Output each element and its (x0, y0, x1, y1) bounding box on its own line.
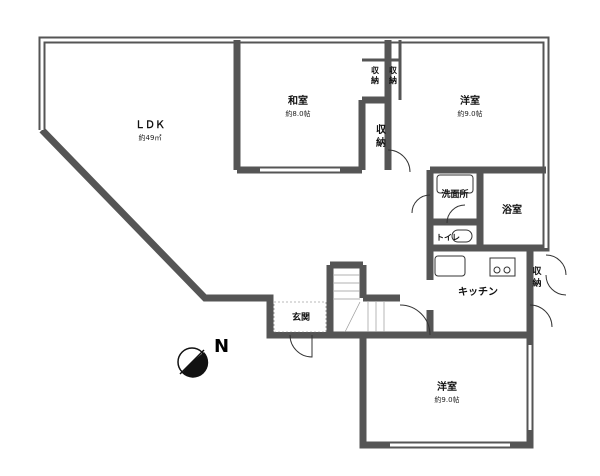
senmenjo-label: 洗面所 (441, 188, 468, 200)
ldk-size: 約49㎡ (139, 133, 162, 142)
svg-text:納: 納 (532, 277, 541, 289)
genkan-tiles (273, 301, 327, 333)
kitchen-label: キッチン (458, 286, 498, 298)
fixtures (434, 174, 516, 277)
washitsu-label: 和室 (287, 94, 308, 107)
windows (100, 38, 548, 447)
compass: N (177, 336, 229, 378)
storage-2: 収 納 (389, 65, 398, 85)
storage-4: 収 納 (532, 265, 542, 289)
youshitsu-north-size: 約9.0帖 (457, 109, 482, 118)
svg-text:収: 収 (376, 124, 387, 136)
yokushitsu-label: 浴室 (502, 203, 522, 216)
svg-text:納: 納 (371, 75, 379, 85)
storage-1: 収 納 (371, 65, 380, 85)
svg-text:収: 収 (371, 65, 380, 75)
stairs (334, 274, 385, 333)
interior-walls (233, 40, 546, 339)
storage-3: 収 納 (376, 124, 387, 149)
youshitsu-south-size: 約9.0帖 (434, 395, 459, 404)
genkan-label: 玄関 (292, 311, 310, 323)
svg-text:収: 収 (389, 65, 398, 75)
svg-text:収: 収 (532, 265, 542, 277)
svg-text:納: 納 (376, 136, 386, 149)
washitsu-size: 約8.0帖 (285, 109, 310, 118)
youshitsu-south-label: 洋室 (437, 380, 457, 393)
compass-north-label: N (214, 336, 229, 357)
toilet-label: トイレ (436, 233, 460, 242)
doors (289, 149, 567, 358)
svg-text:納: 納 (389, 75, 397, 85)
ldk-label: ＬＤＫ (135, 119, 165, 131)
youshitsu-north-label: 洋室 (460, 94, 480, 107)
